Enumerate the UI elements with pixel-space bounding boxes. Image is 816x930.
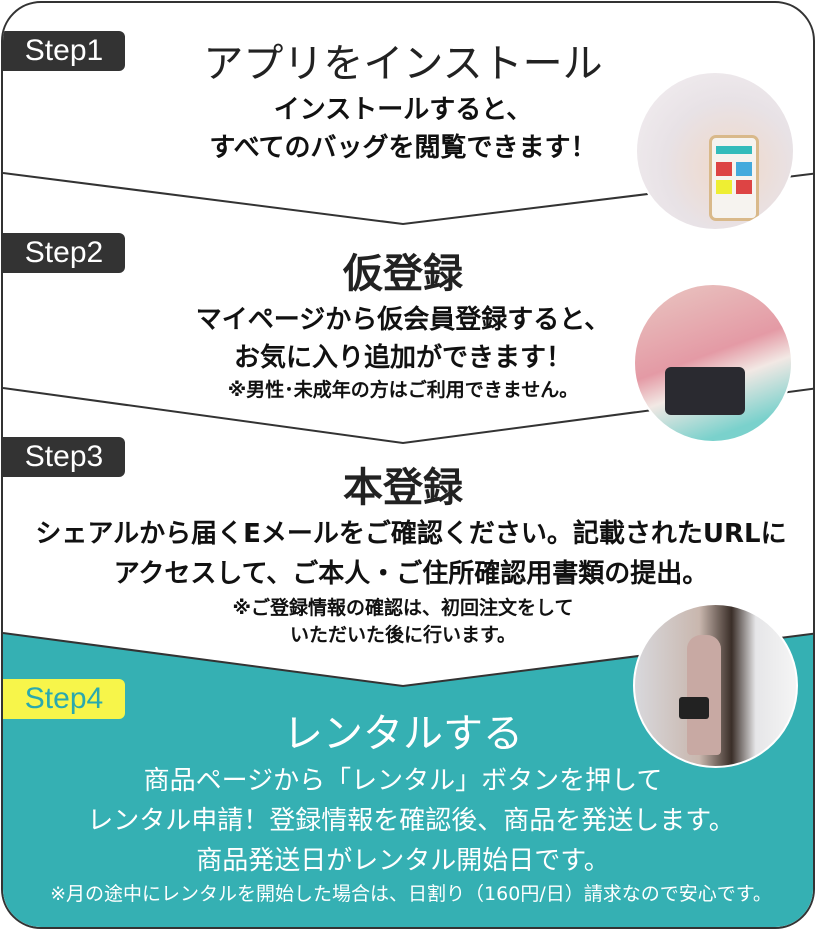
step2-label: Step2 bbox=[3, 233, 125, 273]
step4-text: 商品ページから「レンタル」ボタンを押して bbox=[143, 766, 663, 796]
step2-text: マイページから仮会員登録すると、 bbox=[195, 305, 611, 335]
woman-with-bag-photo bbox=[633, 603, 798, 768]
step4-title: レンタルする bbox=[283, 711, 523, 757]
step3-text: アクセスして、ご本人・ご住所確認用書類の提出。 bbox=[113, 559, 709, 589]
step3-text: シェアルから届くEメールをご確認ください。記載されたURLに bbox=[35, 519, 787, 549]
phone-app-photo bbox=[635, 71, 795, 231]
phone-icon bbox=[709, 135, 759, 221]
step3-title: 本登録 bbox=[343, 465, 463, 511]
step1-title: アプリをインストール bbox=[203, 41, 603, 87]
woman-figure-icon bbox=[687, 635, 721, 755]
step4-label: Step4 bbox=[3, 679, 125, 719]
step1-label: Step1 bbox=[3, 31, 125, 71]
step4-text: レンタル申請！登録情報を確認後、商品を発送します。 bbox=[87, 806, 735, 836]
bag-photo bbox=[633, 283, 793, 443]
step2-text: お気に入り追加ができます！ bbox=[233, 343, 572, 373]
step1-text: インストールすると、 bbox=[273, 95, 533, 125]
step2-note: ※男性･未成年の方はご利用できません。 bbox=[227, 379, 579, 401]
step4-note: ※月の途中にレンタルを開始した場合は、日割り（160円/日）請求なので安心です。 bbox=[50, 883, 772, 905]
step4-background bbox=[3, 633, 813, 927]
step3-note: いただいた後に行います。 bbox=[289, 624, 517, 646]
step3-note: ※ご登録情報の確認は、初回注文をして bbox=[232, 597, 574, 619]
step3-label: Step3 bbox=[3, 437, 125, 477]
step4-text: 商品発送日がレンタル開始日です。 bbox=[196, 846, 610, 876]
bag-icon bbox=[665, 367, 745, 415]
step1-text: すべてのバッグを閲覧できます！ bbox=[209, 133, 597, 163]
step2-title: 仮登録 bbox=[343, 251, 463, 297]
bag-icon bbox=[679, 697, 709, 719]
